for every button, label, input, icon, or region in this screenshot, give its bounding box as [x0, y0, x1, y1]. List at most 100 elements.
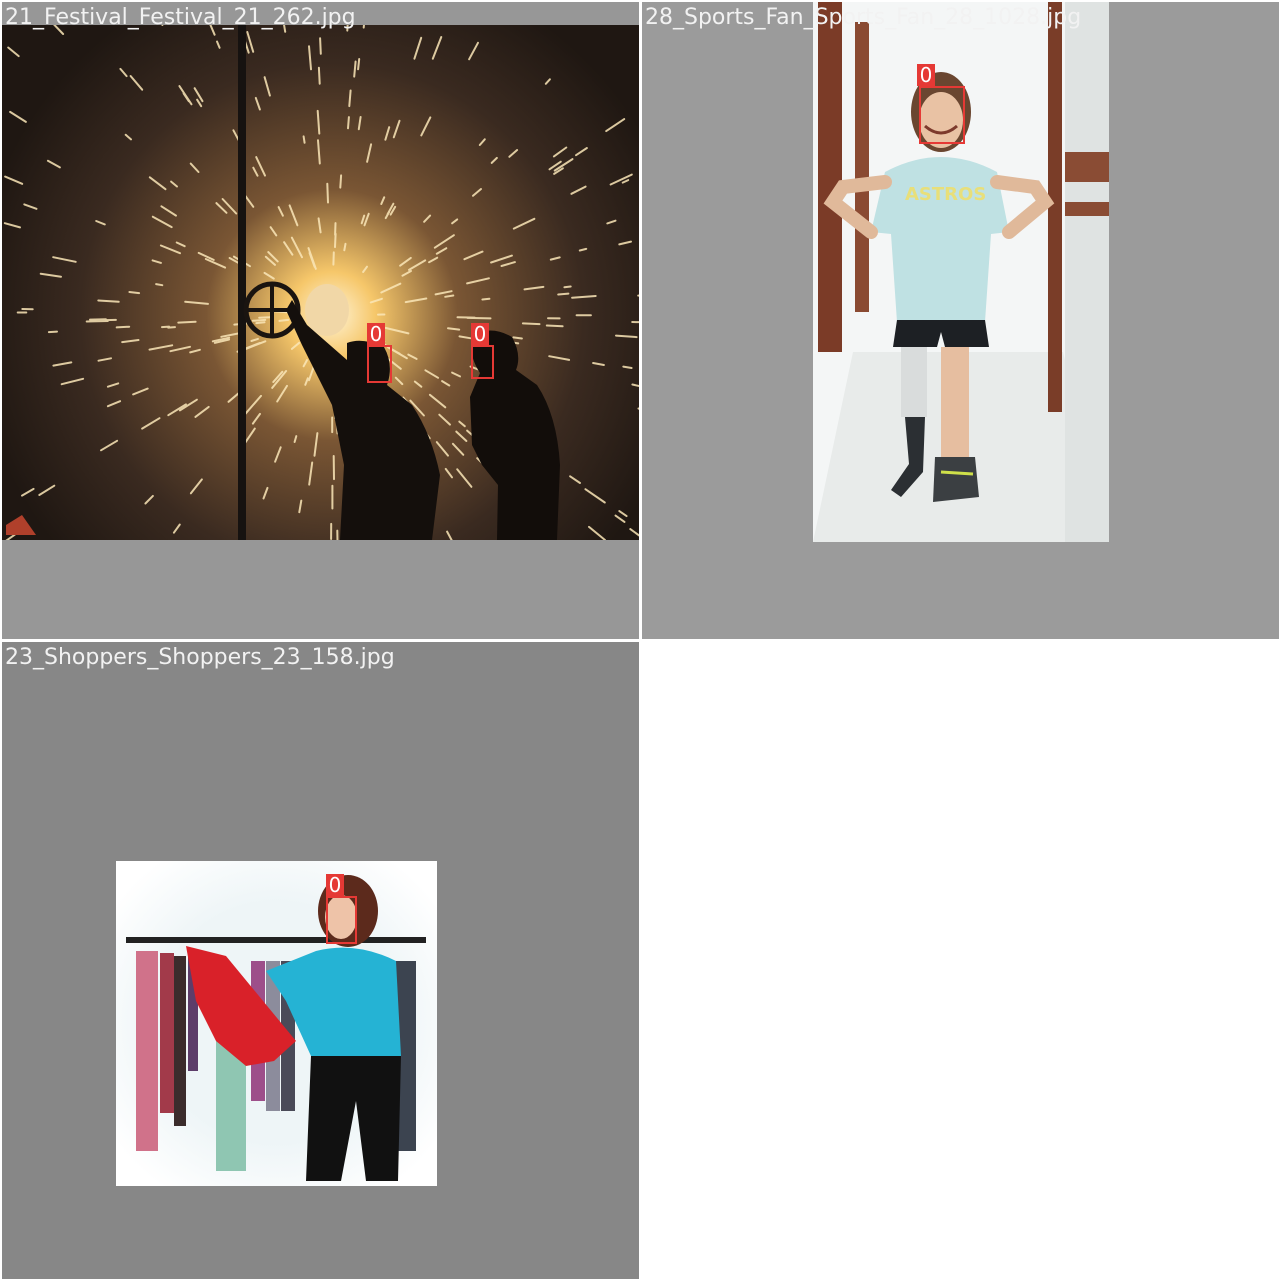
firework-spark: [121, 339, 140, 344]
face-bounding-box: [367, 345, 392, 383]
firework-spark: [463, 250, 484, 261]
firework-spark: [408, 259, 427, 271]
firework-spark: [308, 45, 312, 71]
firework-spark: [302, 135, 306, 144]
firework-spark: [278, 318, 290, 322]
firework-spark: [175, 241, 186, 248]
shoppers-photo: [116, 861, 437, 1186]
firework-spark: [618, 510, 628, 518]
firework-spark: [428, 256, 439, 264]
firework-spark: [446, 530, 453, 540]
firework-spark: [251, 318, 267, 322]
face-bounding-box: [919, 86, 965, 144]
firework-spark: [304, 377, 309, 386]
firework-spark: [216, 40, 221, 49]
firework-spark: [384, 326, 410, 335]
firework-spark: [319, 37, 322, 55]
firework-spark: [160, 205, 177, 217]
firework-spark: [384, 126, 391, 141]
firework-spark: [252, 166, 259, 177]
firework-spark: [144, 494, 154, 505]
firework-spark: [399, 256, 412, 267]
firework-spark: [178, 85, 193, 106]
firework-spark: [272, 370, 284, 383]
firework-spark: [413, 380, 423, 388]
firework-spark: [167, 403, 187, 417]
firework-spark: [293, 435, 298, 443]
firework-spark: [193, 87, 204, 103]
firework-spark: [348, 89, 352, 108]
firework-spark: [197, 251, 215, 261]
firework-spark: [220, 331, 243, 338]
firework-spark: [100, 439, 119, 452]
firework-spark: [363, 212, 370, 227]
firework-spark: [317, 66, 321, 85]
firework-spark: [290, 236, 303, 259]
firework-spark: [52, 361, 73, 367]
firework-spark: [194, 405, 210, 418]
firework-spark: [451, 371, 461, 378]
firework-spark: [458, 335, 472, 340]
firework-spark: [389, 205, 397, 216]
firework-spark: [277, 206, 284, 217]
firework-spark: [106, 382, 120, 388]
firework-spark: [288, 204, 299, 227]
firework-spark: [544, 78, 551, 85]
firework-spark: [569, 475, 581, 484]
firework-spark: [3, 222, 21, 229]
detection-label: 0: [326, 874, 344, 896]
firework-spark: [209, 25, 216, 36]
firework-spark: [151, 215, 173, 229]
firework-spark: [250, 337, 259, 342]
firework-spark: [283, 241, 294, 256]
firework-spark: [213, 338, 231, 344]
firework-spark: [423, 214, 432, 223]
firework-spark: [4, 175, 24, 185]
firework-spark: [151, 259, 162, 264]
firework-spark: [605, 118, 626, 133]
firework-spark: [478, 138, 486, 146]
firework-spark: [60, 377, 85, 386]
firework-spark: [407, 353, 418, 360]
firework-spark: [435, 247, 448, 255]
firework-spark: [609, 173, 633, 186]
firework-spark: [161, 325, 171, 329]
firework-spark: [38, 484, 56, 496]
firework-spark: [631, 383, 639, 388]
firework-spark: [394, 376, 404, 386]
firework-spark: [386, 202, 395, 216]
firework-spark: [169, 345, 191, 353]
firework-spark: [570, 185, 587, 195]
firework-spark: [242, 340, 267, 351]
firework-spark: [119, 67, 128, 78]
firework-spark: [441, 380, 451, 387]
firework-spark: [428, 393, 447, 409]
firework-spark: [456, 468, 473, 488]
firework-spark: [264, 255, 276, 266]
festival-photo: [2, 25, 639, 540]
firework-spark: [552, 146, 568, 158]
firework-spark: [221, 198, 238, 215]
firework-spark: [481, 297, 491, 301]
firework-spark: [347, 116, 350, 130]
firework-spark: [362, 265, 368, 273]
firework-spark: [267, 251, 279, 263]
firework-spark: [346, 25, 349, 32]
firework-spark: [170, 180, 178, 188]
firework-spark: [39, 272, 62, 278]
firework-spark: [401, 270, 412, 277]
firework-spark: [362, 25, 365, 29]
firework-spark: [490, 254, 513, 264]
firework-spark: [413, 36, 423, 60]
firework-spark: [563, 285, 572, 289]
firework-spark: [578, 247, 588, 252]
firework-spark: [97, 357, 112, 362]
firework-spark: [85, 320, 109, 323]
firework-spark: [246, 31, 255, 53]
firework-spark: [404, 297, 428, 304]
firework-spark: [308, 461, 314, 486]
firework-spark: [508, 149, 519, 158]
firework-spark: [458, 420, 466, 428]
firework-spark: [52, 256, 77, 263]
firework-spark: [557, 292, 570, 296]
